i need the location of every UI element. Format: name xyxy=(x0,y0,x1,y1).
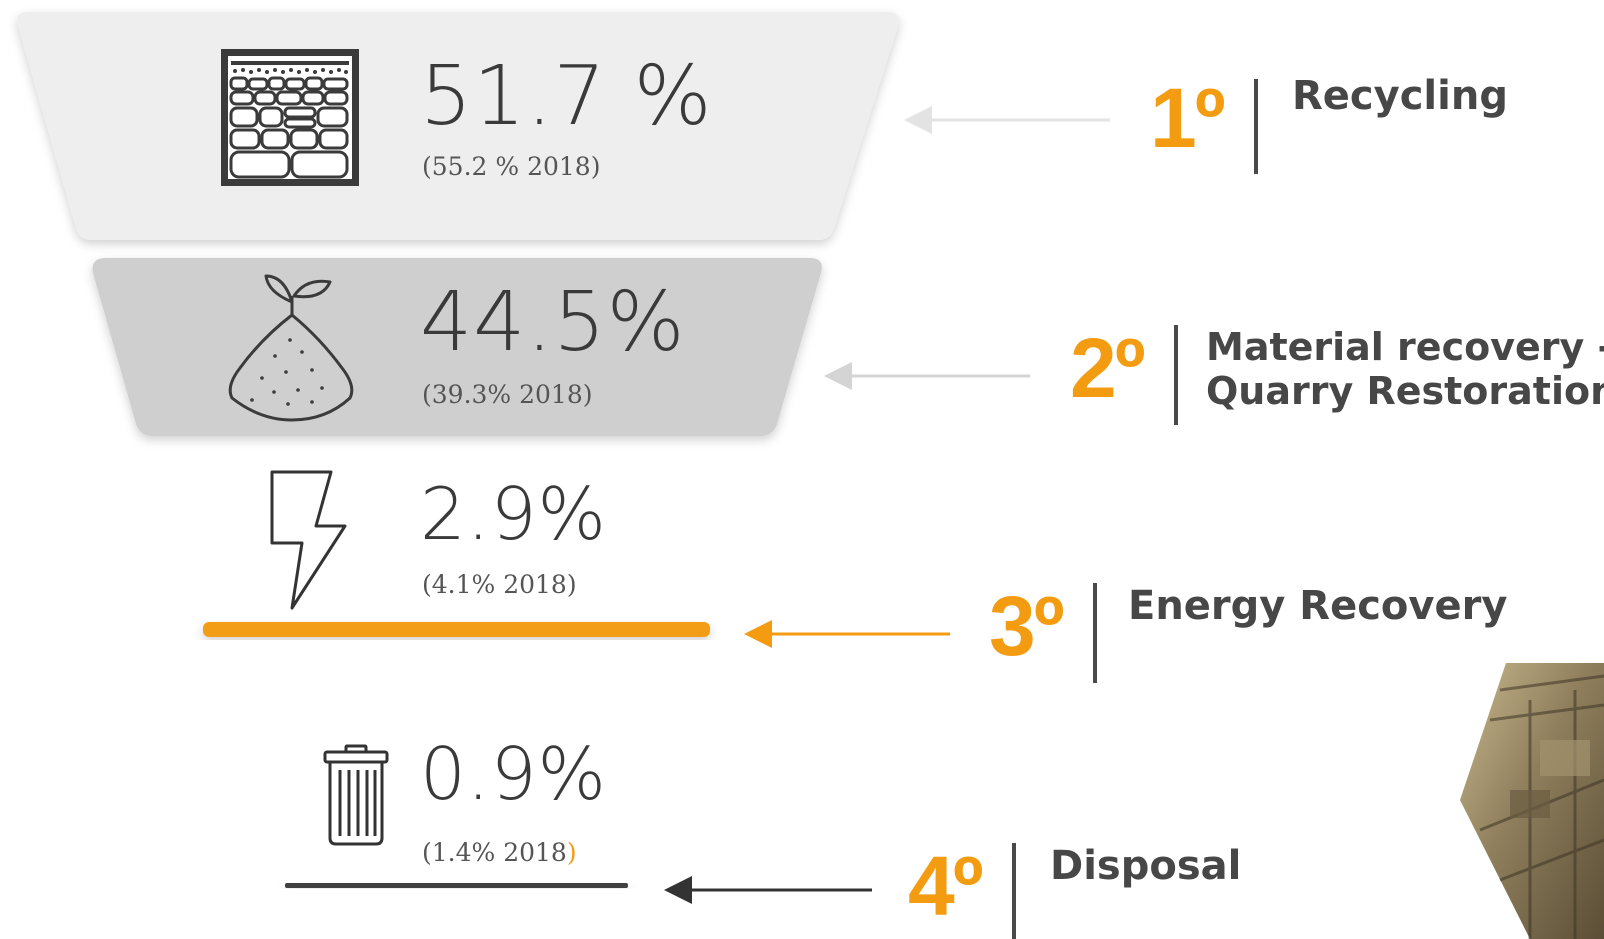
tier-2-label-line2: Quarry Restoration xyxy=(1206,369,1604,413)
rank-1: 1º xyxy=(1150,76,1225,160)
rank-divider-4 xyxy=(1012,843,1016,939)
rank-divider-3 xyxy=(1093,583,1097,683)
tier-4-label: Disposal xyxy=(1050,843,1242,889)
rank-3-number: 3 xyxy=(989,579,1036,673)
tier-3-previous: (4.1% 2018) xyxy=(422,570,577,599)
tier-2-previous: (39.3% 2018) xyxy=(422,380,593,409)
rank-3-symbol: º xyxy=(1033,579,1065,673)
tier-1-percent: 51.7 % xyxy=(420,49,713,144)
rank-1-number: 1 xyxy=(1150,71,1197,165)
sprout-soil-icon xyxy=(228,274,354,422)
tier-1-label: Recycling xyxy=(1292,73,1508,119)
arrow-tier-1 xyxy=(904,106,1110,134)
tier-2-label-line1: Material recovery - xyxy=(1206,325,1604,369)
lightning-icon xyxy=(270,470,347,610)
trash-bin-icon xyxy=(323,744,389,846)
tier-3-label: Energy Recovery xyxy=(1128,583,1508,629)
rank-4: 4º xyxy=(908,844,983,928)
tier-4-previous-main: (1.4% 2018 xyxy=(422,838,567,867)
rank-4-number: 4 xyxy=(908,839,955,933)
plant-photo-image xyxy=(1460,663,1604,939)
rank-1-symbol: º xyxy=(1194,71,1226,165)
tier-3-percent: 2.9% xyxy=(420,472,607,556)
rank-divider-1 xyxy=(1254,79,1258,174)
tier-1-previous: (55.2 % 2018) xyxy=(422,152,601,181)
tier-2-percent: 44.5% xyxy=(420,275,686,370)
rank-4-symbol: º xyxy=(952,839,984,933)
tier-4-bar xyxy=(285,883,628,888)
tier-4-previous: (1.4% 2018) xyxy=(422,840,577,865)
rank-2-symbol: º xyxy=(1114,321,1146,415)
soil-layers-icon xyxy=(221,49,359,186)
rank-2-number: 2 xyxy=(1070,321,1117,415)
rank-2: 2º xyxy=(1070,326,1145,410)
tier-4-percent: 0.9% xyxy=(420,732,607,816)
arrow-tier-4 xyxy=(664,876,872,904)
tier-4-previous-close: ) xyxy=(566,838,577,867)
arrow-tier-2 xyxy=(824,362,1030,390)
tier-3-bar xyxy=(203,622,710,637)
rank-divider-2 xyxy=(1174,325,1178,425)
rank-3: 3º xyxy=(989,584,1064,668)
arrow-tier-3 xyxy=(744,620,950,648)
